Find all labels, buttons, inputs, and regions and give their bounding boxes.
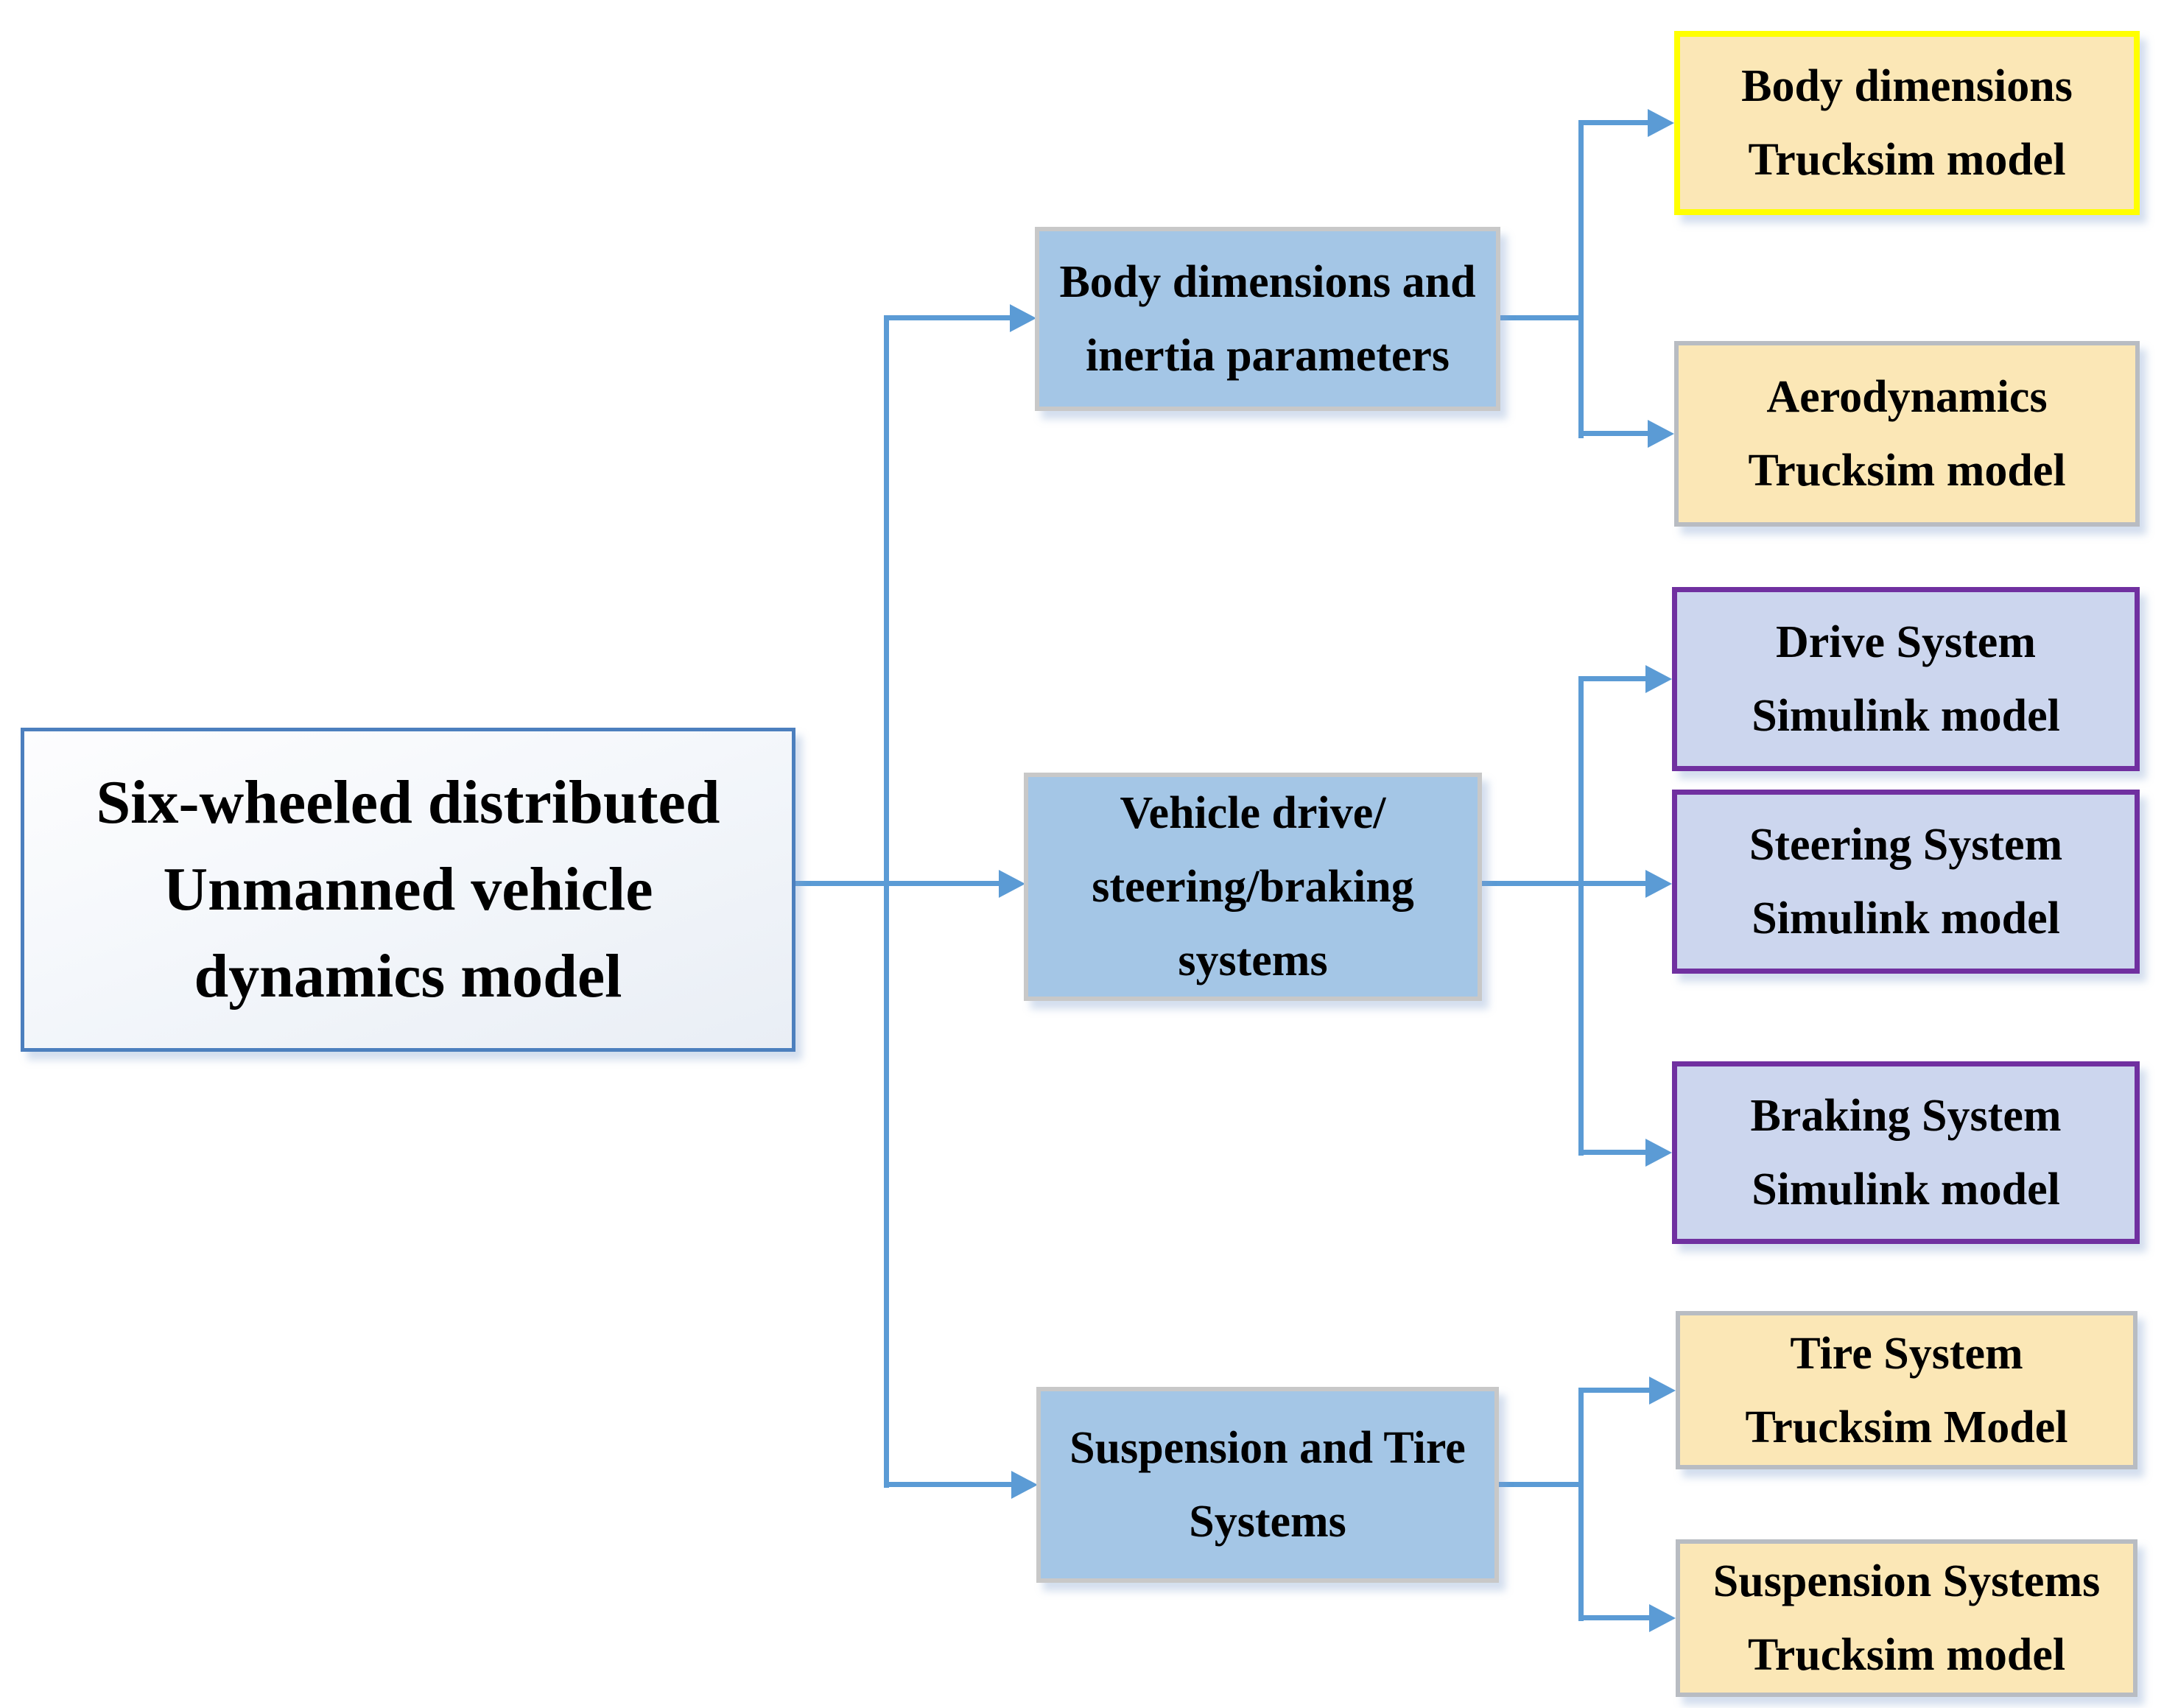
root-box-line: Six-wheeled distributed	[96, 768, 720, 837]
braking-simulink-box-line: Braking System	[1750, 1091, 2062, 1141]
suspension-trucksim-box-line: Suspension Systems	[1712, 1556, 2101, 1606]
drive-simulink-box: Drive System Simulink model	[1672, 587, 2140, 771]
steering-simulink-box-line: Steering System	[1749, 820, 2063, 870]
aero-trucksim-box-line: Trucksim model	[1748, 446, 2066, 496]
connector-to-suspension-trucksim	[1578, 1615, 1652, 1620]
suspension-tire-box-line: Suspension and Tire	[1069, 1423, 1466, 1473]
root-box-line: Unmanned vehicle	[163, 855, 653, 924]
suspension-tire-box-line: Systems	[1189, 1497, 1346, 1547]
aero-trucksim-box-line: Aerodynamics	[1766, 372, 2048, 422]
connector-to-drive-simulink	[1578, 676, 1648, 681]
steering-simulink-box: Steering System Simulink model	[1672, 790, 2140, 974]
arrowhead-into-braking-simulink-box	[1645, 1139, 1672, 1167]
connector-split-suspension-tire	[1578, 1388, 1584, 1621]
body-trucksim-box-line: Trucksim model	[1748, 135, 2066, 185]
arrowhead-into-steering-simulink-box	[1645, 870, 1672, 898]
arrowhead-into-drive-simulink-box	[1645, 665, 1672, 693]
braking-simulink-box: Braking System Simulink model	[1672, 1061, 2140, 1244]
drive-steer-brake-box-line: systems	[1178, 935, 1328, 985]
tire-trucksim-box-line: Trucksim Model	[1745, 1402, 2068, 1452]
connector-to-aero-trucksim	[1578, 431, 1649, 436]
connector-root-out	[795, 881, 1000, 886]
arrowhead-into-drive-steer-brake-box	[999, 870, 1025, 898]
suspension-trucksim-box: Suspension Systems Trucksim model	[1676, 1539, 2137, 1697]
drive-steer-brake-box-line: Vehicle drive/	[1120, 788, 1386, 838]
aero-trucksim-box: Aerodynamics Trucksim model	[1674, 341, 2140, 527]
tire-trucksim-box-line: Tire System	[1790, 1328, 2023, 1379]
connector-suspension-tire-out	[1499, 1482, 1581, 1487]
arrowhead-into-aero-trucksim-box	[1648, 420, 1674, 448]
drive-simulink-box-line: Drive System	[1776, 617, 2036, 667]
connector-branch-body-inertia	[884, 315, 1011, 320]
arrowhead-into-body-trucksim-box	[1648, 109, 1674, 137]
body-trucksim-box-line: Body dimensions	[1741, 61, 2073, 111]
body-inertia-box-line: Body dimensions and	[1059, 257, 1476, 307]
suspension-trucksim-box-line: Trucksim model	[1747, 1630, 2066, 1680]
arrowhead-into-tire-trucksim-box	[1649, 1377, 1676, 1405]
tire-trucksim-box: Tire System Trucksim Model	[1676, 1311, 2137, 1469]
body-trucksim-box: Body dimensions Trucksim model	[1674, 31, 2140, 215]
connector-to-tire-trucksim	[1578, 1388, 1652, 1393]
arrowhead-into-suspension-tire-box	[1011, 1471, 1038, 1499]
connector-body-inertia-out	[1500, 315, 1583, 320]
connector-drive-steer-brake-out	[1482, 881, 1648, 886]
arrowhead-into-body-inertia-box	[1010, 304, 1036, 332]
steering-simulink-box-line: Simulink model	[1752, 893, 2060, 943]
connector-split-drive-steer-brake	[1578, 676, 1584, 1156]
root-box-line: dynamics model	[194, 942, 622, 1011]
drive-steer-brake-box: Vehicle drive/ steering/braking systems	[1024, 773, 1482, 1001]
braking-simulink-box-line: Simulink model	[1752, 1164, 2060, 1215]
connector-trunk-line	[884, 315, 889, 1488]
body-inertia-box: Body dimensions and inertia parameters	[1035, 227, 1500, 411]
arrowhead-into-suspension-trucksim-box	[1649, 1604, 1676, 1632]
connector-split-body-inertia	[1578, 120, 1584, 438]
suspension-tire-box: Suspension and Tire Systems	[1036, 1387, 1499, 1583]
drive-simulink-box-line: Simulink model	[1752, 691, 2060, 741]
drive-steer-brake-box-line: steering/braking	[1092, 862, 1414, 912]
connector-to-braking-simulink	[1578, 1150, 1648, 1155]
connector-to-body-trucksim	[1578, 120, 1649, 125]
connector-branch-suspension-tire	[884, 1482, 1013, 1487]
body-inertia-box-line: inertia parameters	[1085, 331, 1450, 381]
root-box: Six-wheeled distributed Unmanned vehicle…	[21, 728, 795, 1052]
